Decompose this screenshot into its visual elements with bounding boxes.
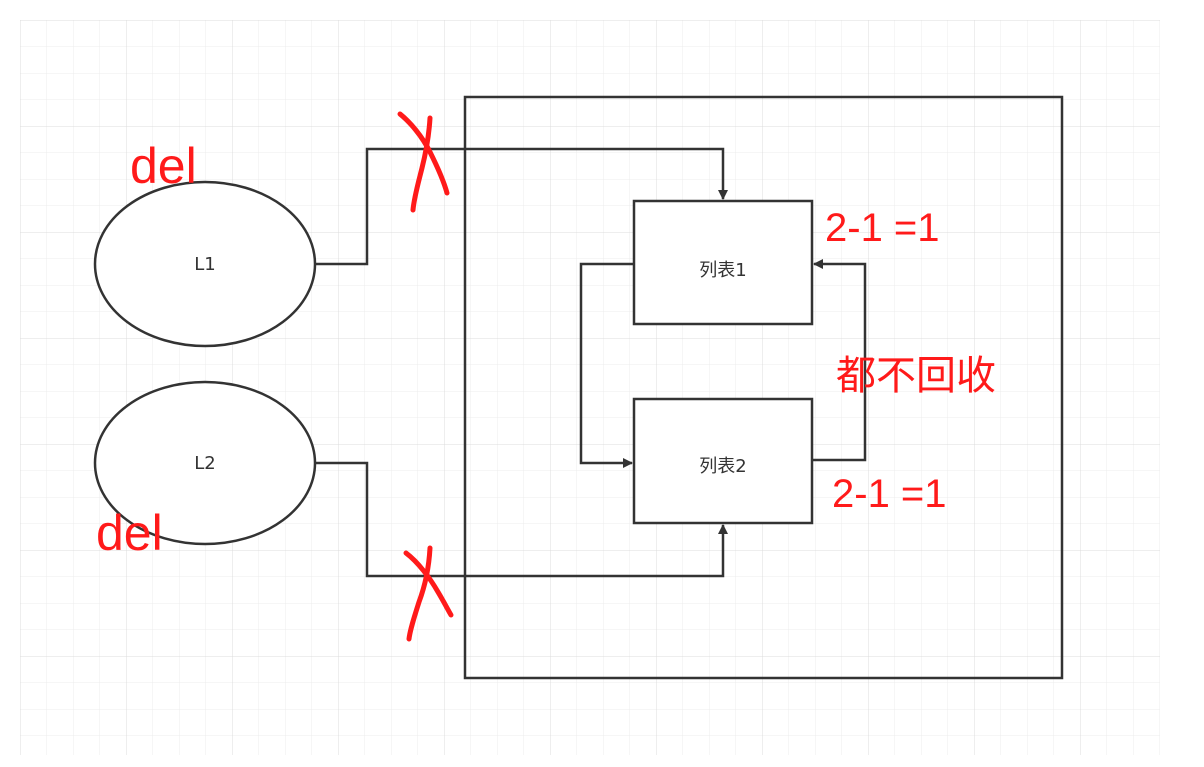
list2-node bbox=[632, 397, 814, 525]
outer-container-box bbox=[463, 95, 1064, 680]
list1-label: 列表1 bbox=[699, 260, 746, 281]
l2-label: L2 bbox=[194, 453, 215, 474]
list1-node bbox=[632, 199, 814, 326]
count-annotation-list2: 2-1 =1 bbox=[832, 472, 947, 516]
strike-mark-l1-edge bbox=[397, 111, 450, 213]
edge-list1-to-list2 bbox=[579, 262, 634, 468]
not-collected-annotation: 都不回收 bbox=[836, 353, 996, 399]
edge-l2-to-list2 bbox=[315, 461, 728, 578]
edge-l1-to-list1 bbox=[315, 147, 728, 266]
count-annotation-list1: 2-1 =1 bbox=[825, 206, 940, 250]
l1-label: L1 bbox=[194, 254, 215, 275]
strike-mark-l2-edge bbox=[403, 545, 454, 642]
del-annotation-l2: del bbox=[96, 505, 163, 561]
del-annotation-l1: del bbox=[130, 138, 197, 194]
list2-label: 列表2 bbox=[699, 456, 746, 477]
edge-list2-to-list1 bbox=[812, 259, 867, 462]
